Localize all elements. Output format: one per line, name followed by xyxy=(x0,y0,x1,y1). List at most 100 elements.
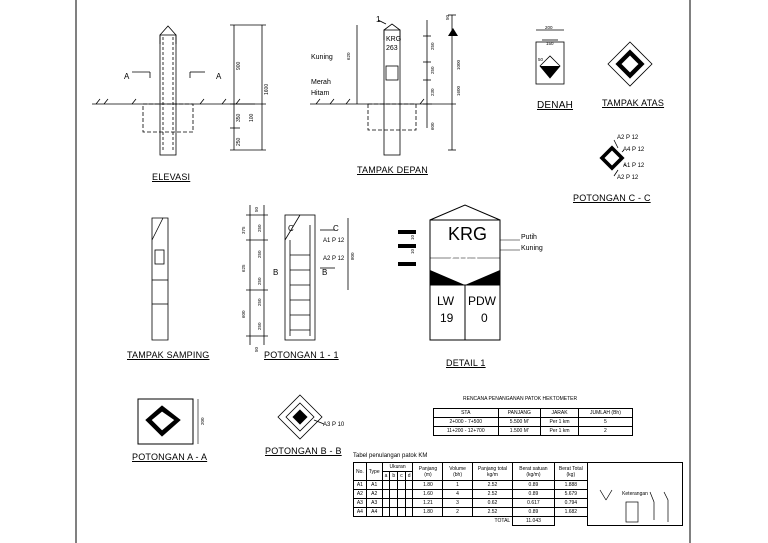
detail1-pdw: PDW xyxy=(468,294,497,308)
rebar-table-title: Tabel penulangan patok KM xyxy=(353,453,428,459)
rebar-cell: A4 xyxy=(365,507,383,517)
p11-rebar-a1: A1 P 12 xyxy=(323,238,345,244)
cc-rebar-a4: A4 P 12 xyxy=(623,147,645,153)
denah-fill xyxy=(540,66,560,78)
title-potongan-11: POTONGAN 1 - 1 xyxy=(264,350,339,360)
elevasi-dim-250: 250 xyxy=(236,137,242,146)
rebar-header-ukuran: Ukuran xyxy=(381,462,414,472)
rebar-cell: 0.62 xyxy=(471,498,514,508)
p11-dim-250-b: 250 xyxy=(257,250,262,258)
rebar-cell: 0.617 xyxy=(512,498,555,508)
rebar-header-row: No. Type Ukuran Panjang (m) Volume (bh) … xyxy=(353,462,683,526)
table-row: 11+200 - 12+700 1.500 M' Per 1 km 2 xyxy=(433,426,634,436)
rebar-total-value: 11.043 xyxy=(512,516,555,526)
rebar-cell xyxy=(404,498,414,508)
label-kuning: Kuning xyxy=(311,54,333,61)
rebar-cell xyxy=(381,507,391,517)
rebar-keterangan-label: Keterangan xyxy=(622,491,648,497)
rebar-cell: 0.794 xyxy=(553,498,589,508)
p11-rebar-a2: A2 P 12 xyxy=(323,256,345,262)
elevasi-section-a-right: A xyxy=(216,72,222,81)
rebar-cell xyxy=(397,480,406,490)
rebar-sub-d: d xyxy=(404,471,414,481)
rebar-cell: 2.52 xyxy=(471,489,514,499)
p11-label-c-left: C xyxy=(288,224,294,233)
p11-dim-250-d: 250 xyxy=(257,298,262,306)
title-potongan-cc: POTONGAN C - C xyxy=(573,193,651,203)
tampak-atas-drawing xyxy=(607,41,653,87)
hectometer-cell: 11+200 - 12+700 xyxy=(433,426,499,436)
rebar-cell: A2 xyxy=(365,489,383,499)
detail1-bar-3 xyxy=(398,262,416,266)
title-detail1: DETAIL 1 xyxy=(446,358,486,368)
title-potongan-aa: POTONGAN A - A xyxy=(132,452,208,462)
detail1-bar-1 xyxy=(398,230,416,234)
td-dim-620: 620 xyxy=(346,52,351,60)
rebar-cell: 4 xyxy=(442,489,473,499)
rebar-header-panjang: Panjang (m) xyxy=(412,462,444,481)
td-dim-600: 600 xyxy=(430,122,435,130)
p11-dim-800: 800 xyxy=(350,252,355,260)
rebar-sub-a: a xyxy=(381,471,391,481)
potongan-cc-drawing xyxy=(599,139,627,177)
elevasi-dim-350: 350 xyxy=(236,113,242,122)
rebar-cell: A1 xyxy=(353,480,367,490)
rebar-header-no: No. xyxy=(353,462,367,481)
p11-dim-50-top: 50 xyxy=(254,206,259,212)
rebar-cell: A2 xyxy=(353,489,367,499)
title-tampak-atas: TAMPAK ATAS xyxy=(602,98,665,108)
detail1-putih: Putih xyxy=(521,234,537,241)
hectometer-cell: 2+000 - 7+500 xyxy=(433,417,499,427)
td-dim-250a: 250 xyxy=(430,42,435,50)
rebar-cell xyxy=(404,507,414,517)
tampak-depan-marker: 1 xyxy=(376,15,381,24)
p11-label-b-right: B xyxy=(322,268,327,277)
title-denah: DENAH xyxy=(537,100,574,111)
rebar-cell: 1.80 xyxy=(412,480,444,490)
rebar-cell xyxy=(404,489,414,499)
tampak-depan-arrow xyxy=(448,28,458,36)
p11-dim-250-a: 250 xyxy=(257,224,262,232)
table-total-row: TOTAL 11.043 xyxy=(354,516,683,526)
hectometer-header-panjang: PANJANG xyxy=(497,408,542,418)
rebar-cell: 2.52 xyxy=(471,480,514,490)
hectometer-header-jarak: JARAK xyxy=(540,408,579,418)
hectometer-cell: 5.500 M' xyxy=(497,417,542,427)
table-row: A2 A2 1.60 4 2.52 0.89 5.679 xyxy=(353,489,683,499)
rebar-header-panjang-total: Panjang total kg/m xyxy=(471,462,514,481)
rebar-header-berat-satuan: Berat satuan (kg/m) xyxy=(512,462,555,481)
rebar-cell xyxy=(389,489,399,499)
detail1-fill xyxy=(430,270,500,285)
p11-label-c-right: C xyxy=(333,224,339,233)
p11-dim-labels: 50 375 625 600 250 250 250 250 250 50 xyxy=(241,206,262,352)
bb-rebar: A3 P 10 xyxy=(323,422,345,428)
rebar-cell: 5.679 xyxy=(553,489,589,499)
rebar-cell: 0.89 xyxy=(512,507,555,517)
rebar-cell: A3 xyxy=(353,498,367,508)
rebar-cell: A1 xyxy=(365,480,383,490)
rebar-cell: 0.89 xyxy=(512,480,555,490)
rebar-cell xyxy=(381,498,391,508)
table-row: A1 A1 1.80 1 2.52 0.89 1.888 xyxy=(353,480,683,490)
rebar-cell: 1.21 xyxy=(412,498,444,508)
hectometer-cell: Per 1 km xyxy=(540,417,579,427)
p11-dim-50-bottom: 50 xyxy=(254,346,259,352)
rebar-header-keterangan: Keterangan xyxy=(587,462,683,526)
td-dim-230: 230 xyxy=(430,88,435,96)
rebar-cell: A3 xyxy=(365,498,383,508)
rebar-cell xyxy=(389,480,399,490)
p11-dim-250-e: 250 xyxy=(257,322,262,330)
detail1-lw-num: 19 xyxy=(440,311,454,325)
rebar-cell: 0.89 xyxy=(512,489,555,499)
elevasi-dim-900: 900 xyxy=(236,61,242,70)
tampak-depan-sign-top: KRG xyxy=(386,36,401,43)
p11-dim-250-c: 250 xyxy=(257,277,262,285)
denah-dim-200: 200 xyxy=(545,25,553,30)
cc-rebar-a1: A1 P 12 xyxy=(623,163,645,169)
cc-rebar-a2-bottom: A2 P 12 xyxy=(617,175,639,181)
elevasi-drawing xyxy=(92,24,266,156)
potongan-aa-drawing xyxy=(137,398,199,445)
rebar-cell: 1.60 xyxy=(412,489,444,499)
rebar-header-berat-total: Berat Total (kg) xyxy=(553,462,589,481)
hectometer-table: STA PANJANG JARAK JUMLAH (Bh) 2+000 - 7+… xyxy=(433,408,634,436)
